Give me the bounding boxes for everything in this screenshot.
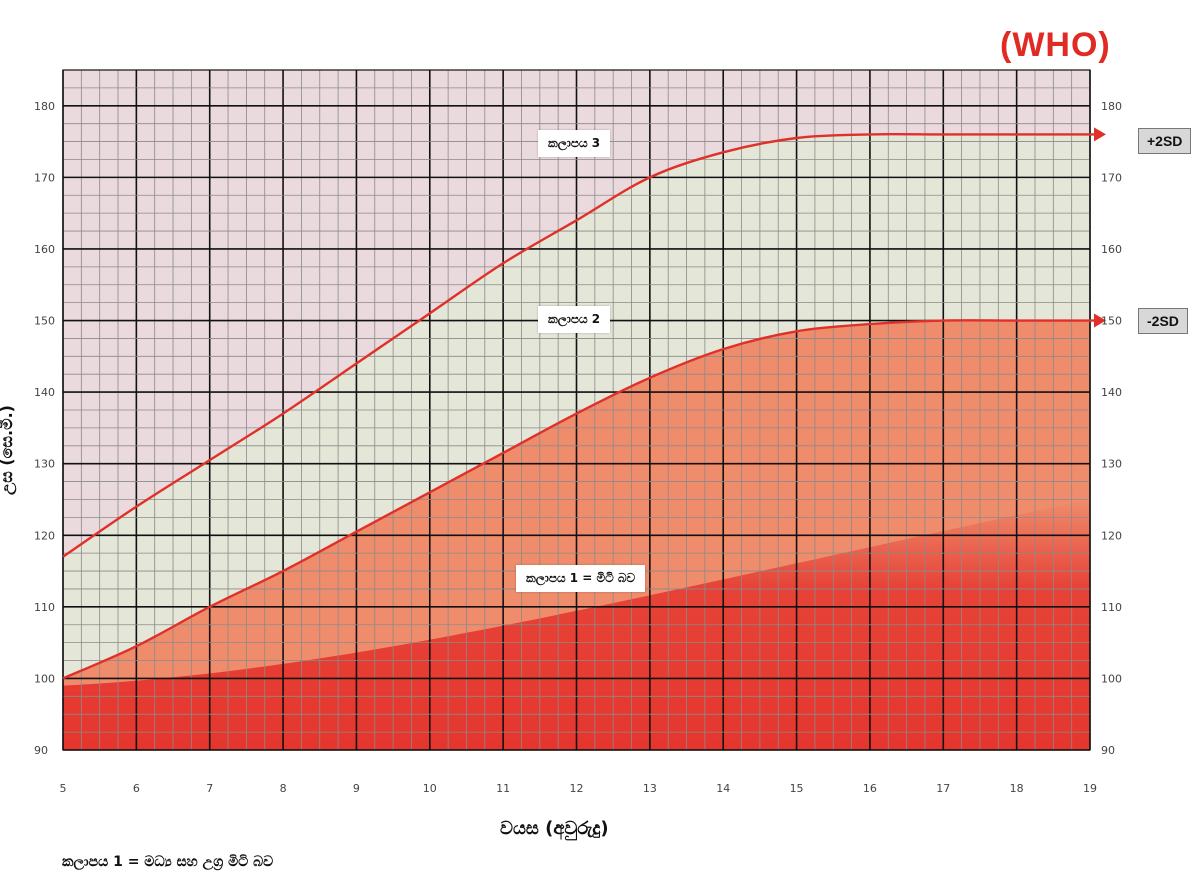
y-tick-label-right: 180 bbox=[1101, 100, 1122, 113]
y-tick-label-right: 130 bbox=[1101, 458, 1122, 471]
y-axis-label: උස (සෙ.මී.) bbox=[0, 405, 16, 495]
y-tick-label-right: 90 bbox=[1101, 744, 1115, 757]
y-tick-label-left: 120 bbox=[34, 529, 55, 542]
zone-2-label: කලාපය 2 bbox=[538, 306, 611, 333]
y-tick-label-left: 140 bbox=[34, 386, 55, 399]
minus-2sd-label: -2SD bbox=[1138, 308, 1188, 334]
plus-2sd-curve bbox=[62, 132, 1090, 558]
y-tick-label-left: 100 bbox=[34, 672, 55, 685]
x-tick-label: 17 bbox=[936, 782, 950, 795]
y-tick-label-left: 90 bbox=[34, 744, 48, 757]
footnote: කලාපය 1 = මධ්‍ය සහ උග්‍ර මිටි බව bbox=[62, 854, 274, 870]
x-tick-label: 15 bbox=[790, 782, 804, 795]
sd-arrow-head bbox=[1094, 127, 1106, 142]
y-tick-label-left: 170 bbox=[34, 171, 55, 184]
y-tick-label-left: 180 bbox=[34, 100, 55, 113]
x-tick-label: 7 bbox=[206, 782, 213, 795]
y-ticks-left: 90 100 110 120 130 140 150 160 170 180 bbox=[34, 100, 55, 757]
minus-2sd-curve bbox=[62, 319, 1090, 680]
x-tick-label: 18 bbox=[1010, 782, 1024, 795]
y-tick-label-right: 110 bbox=[1101, 601, 1122, 614]
y-tick-label-right: 120 bbox=[1101, 529, 1122, 542]
x-axis-label: වයස (අවුරුදු) bbox=[500, 818, 609, 839]
sd-arrow-head bbox=[1094, 313, 1106, 328]
y-ticks-right: 90 100 110 120 130 140 150 160 170 180 bbox=[1101, 100, 1122, 757]
y-tick-label-left: 160 bbox=[34, 243, 55, 256]
y-tick-label-right: 150 bbox=[1101, 315, 1122, 328]
x-tick-label: 5 bbox=[60, 782, 67, 795]
x-tick-label: 10 bbox=[423, 782, 437, 795]
x-tick-label: 12 bbox=[570, 782, 584, 795]
zone-1-label: කලාපය 1 = මිටි බව bbox=[516, 565, 646, 592]
sd-curves bbox=[62, 127, 1106, 680]
y-tick-label-right: 160 bbox=[1101, 243, 1122, 256]
y-tick-label-right: 100 bbox=[1101, 672, 1122, 685]
x-tick-label: 8 bbox=[280, 782, 287, 795]
y-tick-label-left: 130 bbox=[34, 458, 55, 471]
x-tick-label: 14 bbox=[716, 782, 730, 795]
y-tick-label-left: 110 bbox=[34, 601, 55, 614]
y-tick-label-right: 140 bbox=[1101, 386, 1122, 399]
x-tick-label: 13 bbox=[643, 782, 657, 795]
plus-2sd-label: +2SD bbox=[1138, 128, 1192, 154]
x-tick-label: 9 bbox=[353, 782, 360, 795]
plot-frame bbox=[62, 69, 1091, 751]
x-tick-label: 11 bbox=[496, 782, 510, 795]
x-ticks: 5 6 7 8 9 10 11 12 13 14 15 16 17 18 19 bbox=[60, 782, 1098, 795]
who-label: (WHO) bbox=[1000, 26, 1111, 64]
zone-3-label: කලාපය 3 bbox=[538, 130, 611, 157]
x-tick-label: 6 bbox=[133, 782, 140, 795]
x-tick-label: 19 bbox=[1083, 782, 1097, 795]
x-tick-label: 16 bbox=[863, 782, 877, 795]
y-tick-label-left: 150 bbox=[34, 315, 55, 328]
y-tick-label-right: 170 bbox=[1101, 171, 1122, 184]
